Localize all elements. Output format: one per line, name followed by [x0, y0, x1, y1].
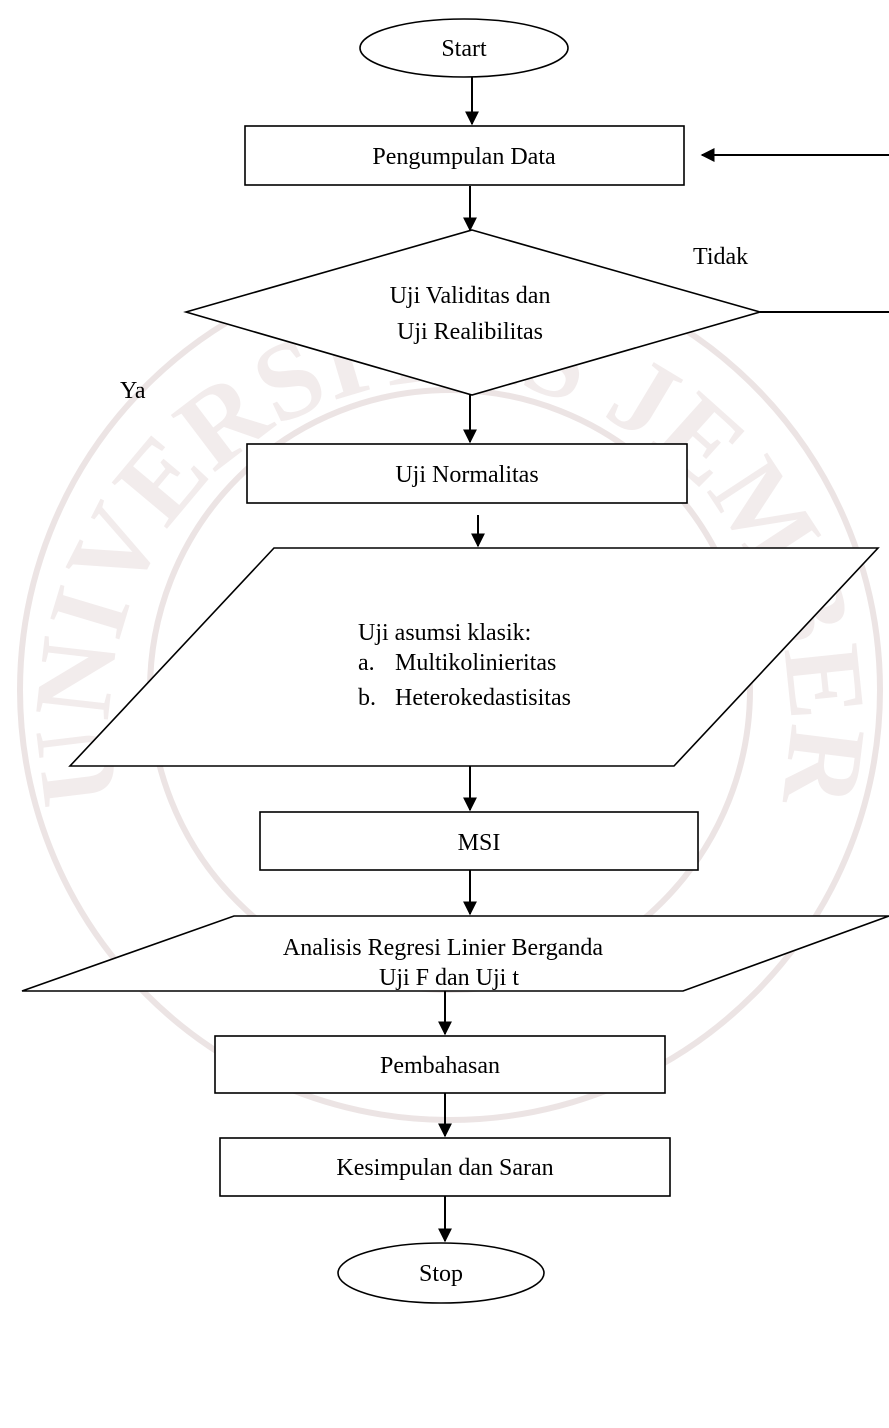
connectors: [438, 76, 889, 1243]
regression-line-1: Analisis Regresi Linier Berganda: [283, 935, 603, 961]
normality-box: Uji Normalitas: [246, 443, 688, 504]
start-terminal: Start: [359, 18, 569, 78]
stop-label: Stop: [419, 1261, 463, 1287]
collect-data-box: Pengumpulan Data: [244, 125, 685, 186]
stop-terminal: Stop: [337, 1242, 545, 1304]
start-label: Start: [441, 36, 487, 62]
regression-line-2: Uji F dan Uji t: [379, 965, 519, 991]
conclusion-box: Kesimpulan dan Saran: [219, 1137, 671, 1197]
assumption-parallelogram: Uji asumsi klasik: a. Multikolinieritas …: [68, 547, 880, 767]
validity-decision: Uji Validitas dan Uji Realibilitas: [183, 229, 763, 396]
assumption-item-b-text: Heterokedastisitas: [395, 685, 571, 711]
assumption-item-a-marker: a.: [358, 650, 375, 676]
collect-data-label: Pengumpulan Data: [372, 144, 556, 170]
msi-label: MSI: [458, 830, 501, 856]
assumption-item-a-text: Multikolinieritas: [395, 650, 556, 676]
no-branch-label: Tidak: [693, 244, 748, 270]
decision-line-1: Uji Validitas dan: [390, 283, 551, 309]
msi-box: MSI: [259, 811, 699, 871]
yes-branch-label: Ya: [120, 378, 146, 404]
normality-label: Uji Normalitas: [395, 462, 538, 488]
assumption-item-b-marker: b.: [358, 685, 376, 711]
conclusion-label: Kesimpulan dan Saran: [336, 1155, 553, 1181]
assumption-title: Uji asumsi klasik:: [358, 620, 531, 646]
discussion-box: Pembahasan: [214, 1035, 666, 1094]
regression-parallelogram: Analisis Regresi Linier Berganda Uji F d…: [21, 915, 889, 992]
discussion-label: Pembahasan: [380, 1053, 500, 1079]
decision-line-2: Uji Realibilitas: [397, 319, 543, 345]
